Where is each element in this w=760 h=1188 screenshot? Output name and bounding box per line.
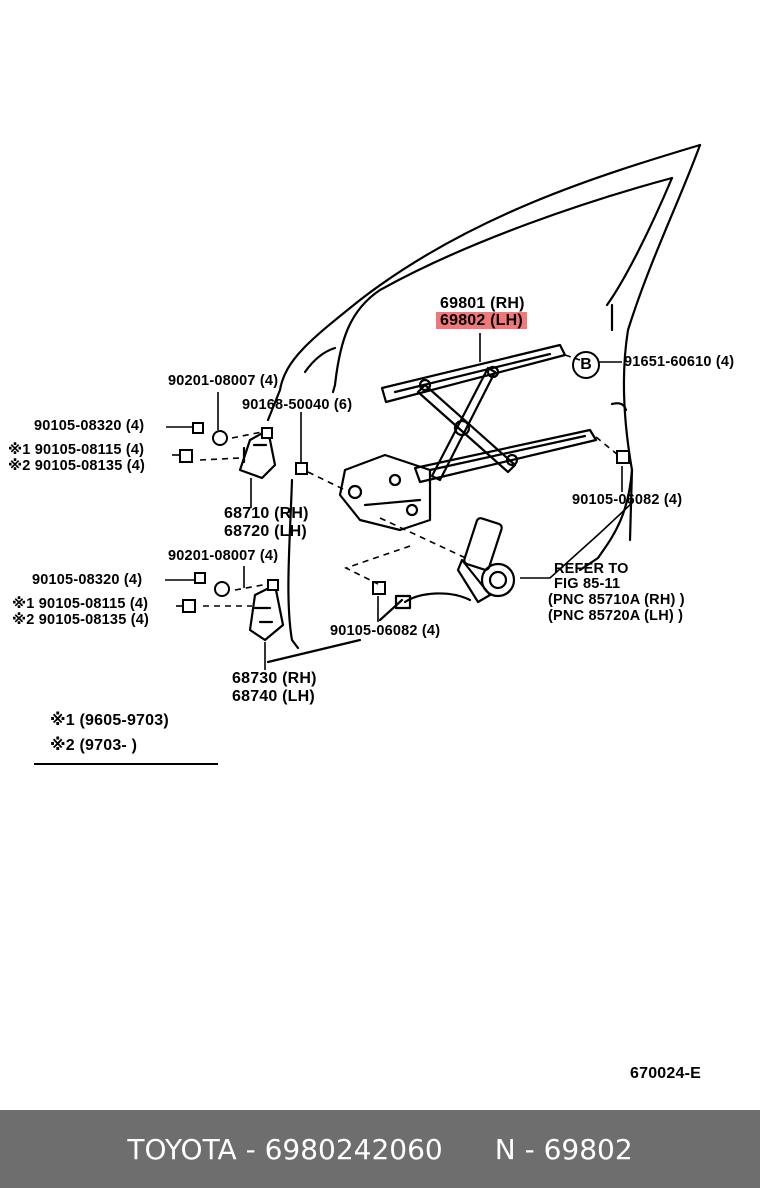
label-bolt-a2-s1: ※1 90105-08115 (4) <box>12 596 149 612</box>
window-motor-body <box>463 517 503 571</box>
label-bolt-a2-s2: ※2 90105-08135 (4) <box>12 612 150 628</box>
label-bolt-a2: 90105-08320 (4) <box>32 572 143 588</box>
footer-bar: TOYOTA - 6980242060 N - 69802 <box>0 1110 760 1188</box>
regulator-arm-a <box>416 383 517 474</box>
bolt-a1 <box>192 422 204 434</box>
legend-note-1: ※1 (9605-9703) <box>50 712 169 729</box>
label-refer-2: FIG 85-11 <box>554 576 621 592</box>
label-hinge-upper-rh: 68710 (RH) <box>224 505 309 522</box>
label-hinge-lower-rh: 68730 (RH) <box>232 670 317 687</box>
door-bottom <box>266 598 404 664</box>
washer-upper <box>212 430 228 446</box>
label-bolt-91651: 91651-60610 (4) <box>624 354 735 370</box>
label-bolt-90201-mid: 90201-08007 (4) <box>168 548 279 564</box>
bolt-a1-s <box>179 449 193 463</box>
regulator-lower-rail <box>413 428 598 484</box>
label-hinge-upper-lh: 68720 (LH) <box>224 523 307 540</box>
highlighted-part-number[interactable]: 69802 (LH) <box>436 312 527 329</box>
washer-lower <box>214 581 230 597</box>
regulator-arm-b <box>430 366 497 482</box>
motor-wire <box>403 592 472 604</box>
label-refer-1: REFER TO <box>554 561 629 577</box>
label-hinge-lower-lh: 68740 (LH) <box>232 688 315 705</box>
label-bolt-a1: 90105-08320 (4) <box>34 418 145 434</box>
door-frame-outline <box>266 143 702 422</box>
bolt-right <box>616 450 630 464</box>
footer-part-number: TOYOTA - 6980242060 <box>127 1132 443 1166</box>
bolt-a2 <box>194 572 206 584</box>
bolt-9016 <box>295 462 308 475</box>
label-refer-3: (PNC 85710A (RH) ) <box>548 592 685 608</box>
label-bolt-a1-s1: ※1 90105-08115 (4) <box>8 442 145 458</box>
regulator-base <box>338 453 432 532</box>
bolt-bottom <box>372 581 386 595</box>
figure-code: 670024-E <box>630 1065 701 1082</box>
label-refer-4: (PNC 85720A (LH) ) <box>548 608 684 624</box>
label-glass-rh: 69801 (RH) <box>440 295 525 312</box>
bolt-a2-s <box>182 599 196 613</box>
glass-pane <box>331 176 674 394</box>
label-bolt-90201-top: 90201-08007 (4) <box>168 373 279 389</box>
leader-refer <box>520 502 633 579</box>
door-frame-right <box>622 143 702 542</box>
label-bolt-a1-s2: ※2 90105-08135 (4) <box>8 458 146 474</box>
door-inner-left <box>287 478 300 650</box>
parts-diagram <box>34 143 702 765</box>
glass-right-edge <box>605 176 674 307</box>
footer-ref-number: N - 69802 <box>494 1132 633 1166</box>
label-bolt-bottom: 90105-06082 (4) <box>330 623 441 639</box>
hinge-lower <box>248 583 285 642</box>
legend-note-2: ※2 (9703- ) <box>50 737 138 754</box>
callout-b: B <box>572 351 600 379</box>
label-bolt-right: 90105-06082 (4) <box>572 492 683 508</box>
label-glass-lh-highlighted[interactable]: 69802 (LH) <box>436 312 527 330</box>
label-bolt-90168: 90168-50040 (6) <box>242 397 353 413</box>
